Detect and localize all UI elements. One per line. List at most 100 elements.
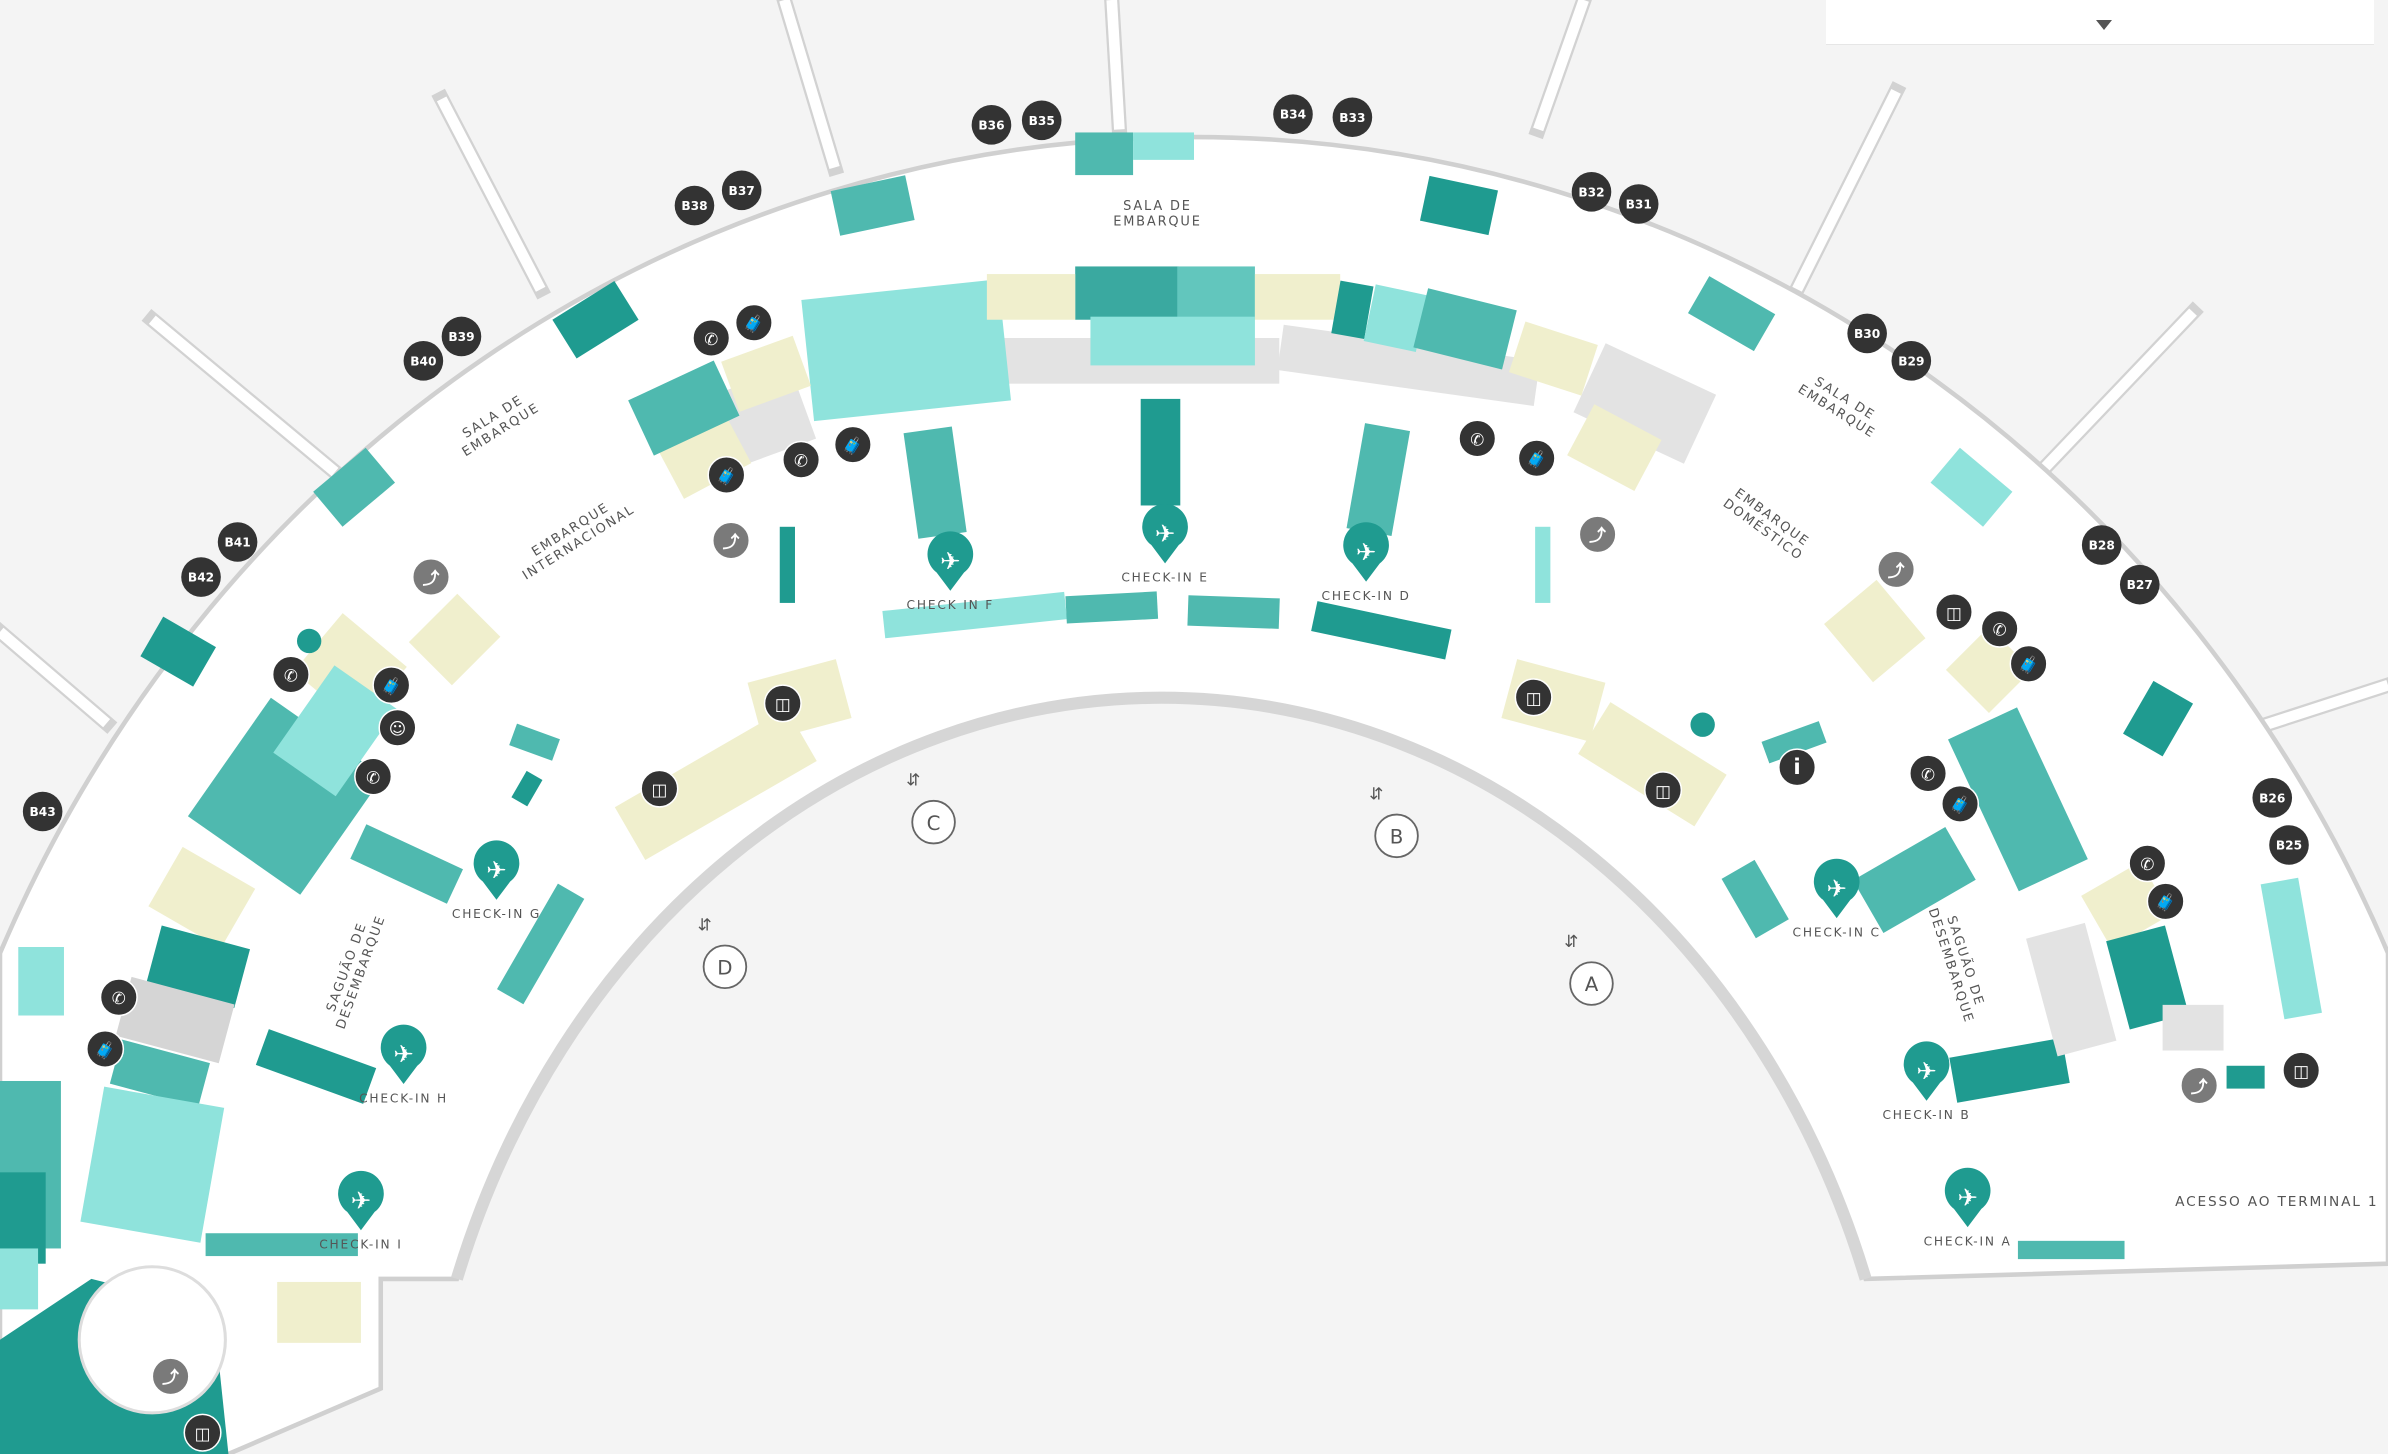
shop[interactable] (511, 770, 543, 807)
shop[interactable] (509, 723, 560, 761)
shop[interactable] (1852, 826, 1976, 934)
info-icon[interactable]: i (1778, 748, 1817, 787)
shop[interactable] (1065, 591, 1159, 624)
shop[interactable] (1075, 132, 1134, 176)
shop[interactable] (628, 360, 740, 456)
restroom-block[interactable] (2081, 861, 2171, 949)
shop[interactable] (1177, 266, 1255, 320)
shop[interactable] (18, 947, 64, 1016)
shop[interactable] (2106, 925, 2189, 1030)
shop[interactable] (1413, 288, 1517, 370)
elevator-icon[interactable]: ◫ (763, 684, 802, 723)
restroom-block[interactable] (408, 593, 501, 686)
gate-b33[interactable]: B33 (1332, 97, 1373, 138)
person-luggage-icon[interactable]: 🧳 (1941, 784, 1980, 823)
gate-b25[interactable]: B25 (2269, 825, 2309, 865)
escalator-icon[interactable]: ⤴ (411, 558, 451, 597)
shop[interactable] (145, 925, 251, 1009)
restroom-block[interactable] (986, 274, 1076, 320)
shop[interactable] (1075, 266, 1179, 320)
restroom-block[interactable] (1578, 702, 1727, 827)
shop[interactable] (1311, 601, 1452, 660)
restroom-block[interactable] (614, 708, 817, 860)
gate-b29[interactable]: B29 (1891, 341, 1932, 381)
gate-b43[interactable]: B43 (22, 791, 63, 832)
shop[interactable] (1948, 707, 2088, 892)
gate-b30[interactable]: B30 (1847, 313, 1887, 354)
restroom-block[interactable] (277, 1281, 361, 1343)
shop[interactable] (1761, 721, 1827, 764)
gate-b37[interactable]: B37 (721, 170, 762, 211)
elevator-icon[interactable]: ◫ (2282, 1051, 2321, 1090)
person-luggage-icon[interactable]: 🧳 (86, 1029, 125, 1069)
gate-b32[interactable]: B32 (1571, 172, 1612, 212)
restroom-block[interactable] (1824, 579, 1926, 683)
restroom-block[interactable] (148, 846, 256, 949)
floor-selector-dropdown[interactable] (1826, 0, 2374, 45)
phone-icon[interactable]: ✆ (271, 655, 310, 694)
shop[interactable] (1363, 284, 1428, 353)
shop[interactable] (1133, 132, 1194, 160)
restroom-block[interactable] (1508, 321, 1598, 396)
shop[interactable] (1346, 423, 1411, 537)
checkin-c[interactable]: ✈CHECK-IN C (1793, 858, 1881, 940)
gate-b42[interactable]: B42 (181, 557, 221, 597)
baby-changing-icon[interactable]: ☺ (378, 708, 417, 747)
entrance-c[interactable]: C⇵ (906, 770, 956, 845)
shop[interactable] (205, 1233, 358, 1257)
phone-icon[interactable]: ✆ (692, 318, 731, 358)
person-luggage-icon[interactable]: 🧳 (707, 455, 746, 495)
elevator-icon[interactable]: ◫ (640, 769, 679, 808)
elevator-icon[interactable]: ◫ (1514, 678, 1553, 717)
restroom-block[interactable] (1254, 274, 1341, 320)
gate-b41[interactable]: B41 (217, 522, 258, 562)
gate-b27[interactable]: B27 (2119, 564, 2160, 605)
checkin-i[interactable]: ✈CHECK-IN I (319, 1170, 402, 1252)
escalator-icon[interactable]: ⤴ (2180, 1066, 2219, 1105)
phone-icon[interactable]: ✆ (1909, 754, 1948, 793)
gate-b28[interactable]: B28 (2081, 525, 2122, 565)
phone-icon[interactable]: ✆ (2128, 844, 2167, 883)
shop[interactable] (1687, 276, 1776, 352)
shop[interactable] (497, 883, 585, 1005)
phone-icon[interactable]: ✆ (782, 440, 821, 479)
shop[interactable] (779, 526, 795, 603)
shop[interactable] (1930, 447, 2013, 527)
person-luggage-icon[interactable]: 🧳 (833, 425, 872, 464)
entrance-d[interactable]: D⇵ (698, 914, 748, 990)
phone-icon[interactable]: ✆ (1458, 419, 1497, 458)
checkin-g[interactable]: ✈CHECK-IN G (452, 840, 541, 921)
shop[interactable] (350, 824, 463, 904)
shop[interactable] (1331, 280, 1374, 339)
person-luggage-icon[interactable]: 🧳 (2009, 644, 2048, 683)
restroom-block[interactable] (721, 335, 811, 412)
phone-icon[interactable]: ✆ (354, 757, 393, 796)
elevator-icon[interactable]: ◫ (183, 1413, 222, 1452)
shop[interactable] (2017, 1240, 2125, 1260)
shop[interactable] (552, 280, 639, 359)
escalator-icon[interactable]: ⤴ (711, 521, 751, 560)
service-area[interactable] (2026, 922, 2117, 1057)
shop[interactable] (1419, 175, 1499, 236)
restroom-block[interactable] (659, 416, 752, 499)
shop[interactable] (80, 1086, 225, 1243)
gate-b40[interactable]: B40 (403, 341, 444, 381)
gate-b31[interactable]: B31 (1618, 184, 1659, 224)
restroom-block[interactable] (1945, 626, 2033, 713)
checkin-d[interactable]: ✈CHECK-IN D (1322, 522, 1411, 603)
shop[interactable] (2226, 1065, 2265, 1089)
shop[interactable] (2123, 680, 2194, 757)
shop[interactable] (830, 175, 915, 236)
shop[interactable] (1090, 316, 1255, 366)
elevator-icon[interactable]: ◫ (1934, 593, 1973, 632)
shop[interactable] (1140, 398, 1181, 506)
service-area[interactable] (1573, 343, 1717, 464)
shop[interactable] (1949, 1037, 2070, 1103)
checkin-h[interactable]: ✈CHECK-IN H (359, 1024, 448, 1106)
shop[interactable] (903, 426, 967, 539)
gate-b26[interactable]: B26 (2252, 778, 2293, 818)
service-area[interactable] (2162, 1004, 2224, 1051)
phone-icon[interactable]: ✆ (99, 978, 138, 1017)
gate-b36[interactable]: B36 (971, 105, 1012, 145)
